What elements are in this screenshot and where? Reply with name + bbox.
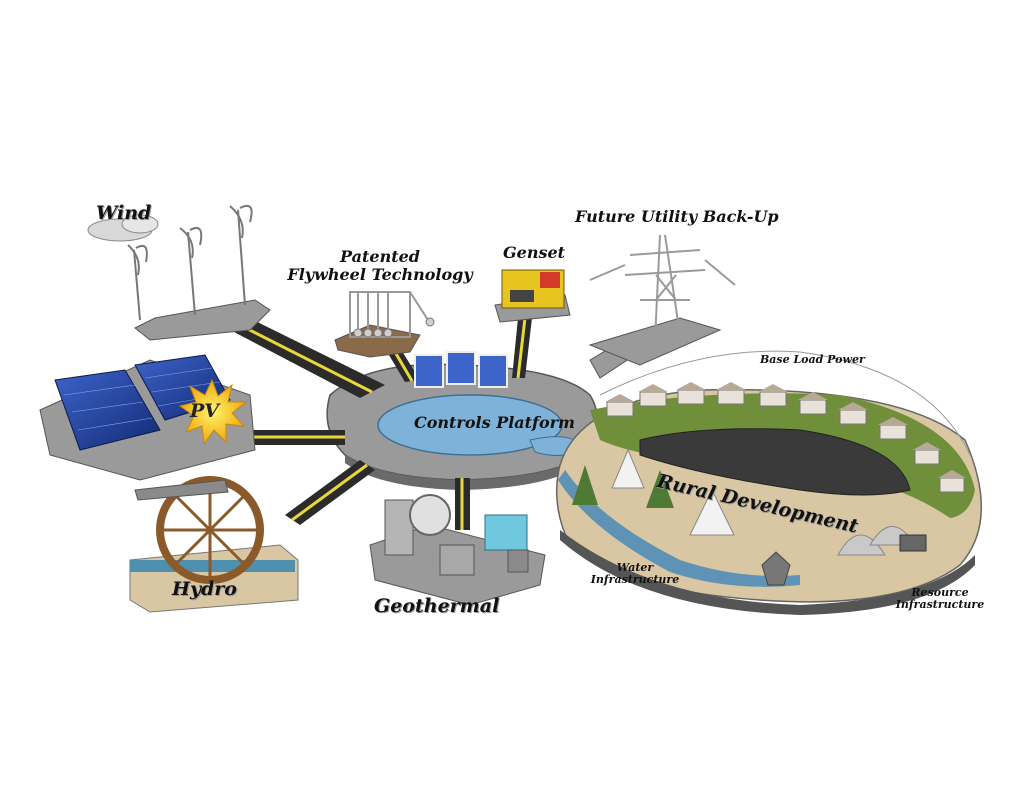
turbine-building-icon xyxy=(384,499,414,556)
solar-panel-icon xyxy=(54,354,231,451)
rural-site xyxy=(555,350,982,615)
geothermal-site xyxy=(369,494,546,606)
hub-platform xyxy=(326,363,599,490)
controls-pad xyxy=(377,394,563,456)
wind-site xyxy=(87,204,271,341)
well-icon xyxy=(761,551,791,586)
control-monitors-icon xyxy=(414,351,508,388)
label-base-load: Base Load Power xyxy=(760,353,865,366)
mine-cart-icon xyxy=(899,534,927,552)
newtons-cradle-icon xyxy=(349,291,429,338)
pv-site xyxy=(39,354,256,481)
flywheel-site xyxy=(334,291,435,358)
label-water-infrastructure: Water Infrastructure xyxy=(590,561,680,587)
dark-pond xyxy=(639,428,911,496)
genset-site xyxy=(494,269,571,323)
label-genset: Genset xyxy=(503,243,566,262)
label-resource-infrastructure: Resource Infrastructure xyxy=(890,586,990,612)
label-flywheel-line2: Flywheel Technology xyxy=(287,264,473,284)
hydro-site xyxy=(129,476,299,613)
label-hydro: Hydro xyxy=(172,578,237,600)
label-pv: PV xyxy=(190,400,220,422)
label-future-utility: Future Utility Back-Up xyxy=(575,207,779,226)
utility-site xyxy=(588,234,736,366)
label-wind: Wind xyxy=(96,202,152,224)
label-flywheel: Patented Flywheel Technology xyxy=(285,248,475,283)
power-line xyxy=(599,350,971,456)
tree-icon xyxy=(572,465,674,508)
sun-icon xyxy=(178,378,248,446)
label-controls-platform: Controls Platform xyxy=(414,413,575,432)
label-resource-line1: Resource xyxy=(911,586,969,599)
teepee-icon xyxy=(611,448,735,536)
river xyxy=(558,470,800,587)
transmission-tower-icon xyxy=(589,234,736,341)
label-flywheel-line1: Patented xyxy=(340,247,420,266)
wind-turbine-icon xyxy=(127,204,253,321)
label-water-line1: Water xyxy=(616,561,654,574)
label-water-line2: Infrastructure xyxy=(590,573,680,587)
label-geothermal: Geothermal xyxy=(374,595,500,617)
label-resource-line2: Infrastructure xyxy=(895,598,985,612)
